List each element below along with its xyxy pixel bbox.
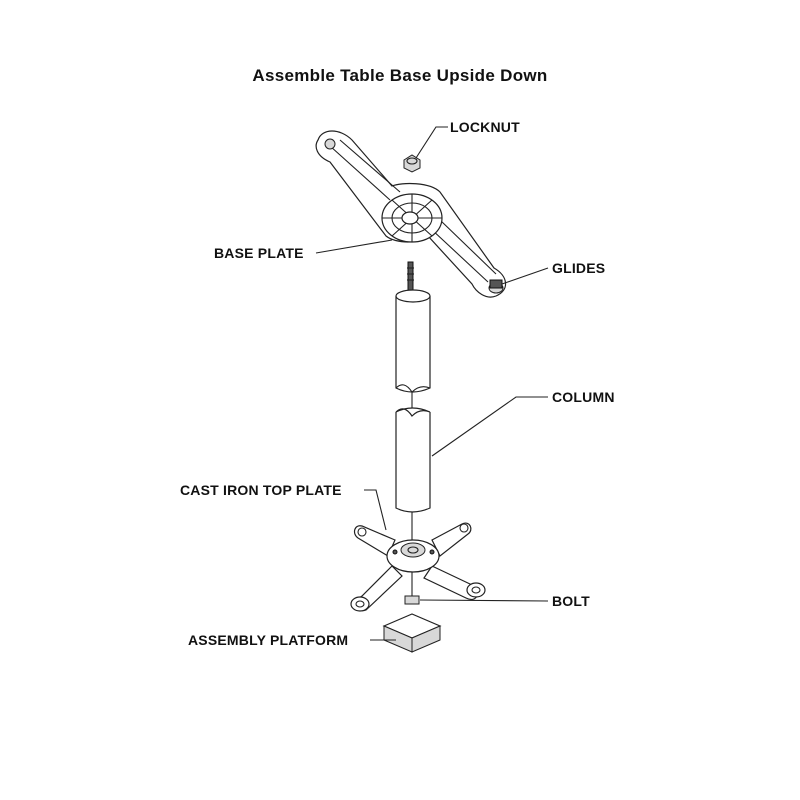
- cast-iron-top-plate: [350, 522, 486, 612]
- threaded-rod-top: [407, 261, 414, 293]
- column-upper: [395, 289, 431, 393]
- locknut-label: LOCKNUT: [450, 119, 520, 135]
- base-plate-label: BASE PLATE: [214, 245, 304, 261]
- diagram-title: Assemble Table Base Upside Down: [252, 66, 548, 85]
- assembly-platform: [382, 613, 442, 653]
- leader-lines: [315, 126, 549, 641]
- column-label: COLUMN: [552, 389, 615, 405]
- cast-iron-top-plate-label: CAST IRON TOP PLATE: [180, 482, 342, 498]
- column-lower: [395, 407, 431, 513]
- base-plate: [315, 130, 507, 298]
- glides: [488, 279, 504, 294]
- bolt-label: BOLT: [552, 593, 590, 609]
- assembly-platform-label: ASSEMBLY PLATFORM: [188, 632, 349, 648]
- glides-label: GLIDES: [552, 260, 606, 276]
- locknut: [403, 154, 421, 173]
- bolt: [404, 595, 420, 605]
